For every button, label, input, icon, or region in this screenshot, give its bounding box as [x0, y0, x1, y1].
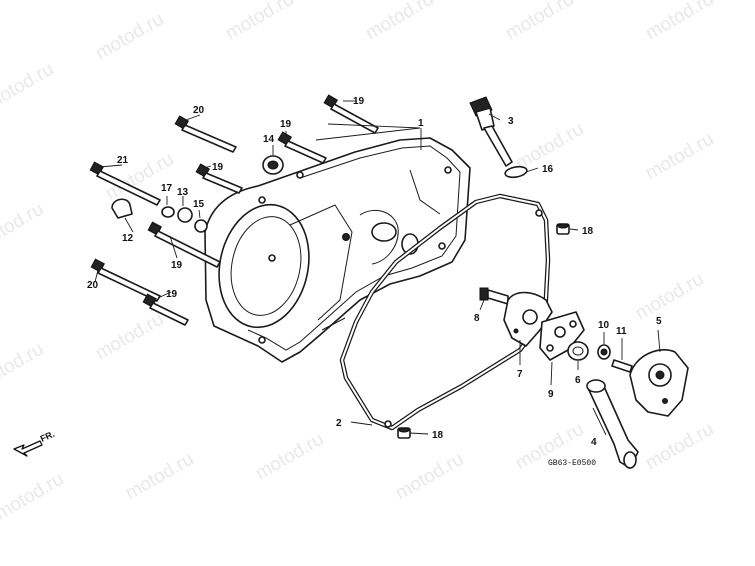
nut	[161, 206, 175, 218]
stud-bolt	[479, 287, 509, 305]
callout-18: 18	[432, 430, 444, 441]
bolt	[195, 163, 243, 194]
shaft-bolt	[611, 359, 633, 373]
kickstarter-arm	[586, 379, 639, 469]
callout-4: 4	[591, 437, 597, 448]
callout-19: 19	[212, 162, 224, 173]
callout-19: 19	[280, 119, 292, 130]
callout-19: 19	[171, 260, 183, 271]
callout-9: 9	[548, 389, 554, 400]
oil-filler-cap	[469, 96, 513, 167]
watermark: motod.ru	[92, 309, 167, 365]
bearing-plate	[539, 311, 585, 361]
bolt	[89, 161, 161, 206]
washer	[177, 207, 193, 223]
watermark: motod.ru	[392, 449, 467, 505]
callout-20: 20	[193, 105, 205, 116]
callout-17: 17	[161, 183, 173, 194]
cover-plate	[503, 291, 553, 347]
spacer-collar	[597, 344, 611, 360]
watermark: motod.ru	[642, 129, 717, 185]
bolt	[90, 258, 161, 302]
callout-12: 12	[122, 233, 134, 244]
dowel-pin	[397, 427, 411, 439]
bolt	[277, 131, 327, 164]
sealing-ring	[194, 219, 208, 233]
diagram-code: GB63-E0500	[548, 459, 596, 468]
callout-11: 11	[616, 326, 627, 337]
callout-15: 15	[193, 199, 205, 210]
watermark: motod.ru	[642, 419, 717, 475]
bolt	[142, 293, 189, 326]
watermark: motod.ru	[502, 0, 577, 44]
watermark: motod.ru	[642, 0, 717, 44]
watermark: motod.ru	[0, 339, 47, 395]
callout-5: 5	[656, 316, 662, 327]
watermark: motod.ru	[122, 449, 197, 505]
callout-6: 6	[575, 375, 581, 386]
bolt	[174, 115, 237, 153]
callout-20: 20	[87, 280, 99, 291]
callout-leaders	[94, 100, 661, 436]
callout-19: 19	[353, 96, 365, 107]
kickstarter-boss	[629, 348, 689, 417]
callout-14: 14	[263, 134, 275, 145]
clutch-cover	[204, 137, 471, 363]
kickstarter-oil-seal	[567, 341, 589, 361]
watermark: motod.ru	[222, 0, 297, 44]
callout-13: 13	[177, 187, 189, 198]
watermark: motod.ru	[0, 199, 47, 255]
cover-gasket	[339, 193, 551, 431]
callout-1: 1	[418, 118, 424, 129]
front-direction-indicator: FR.	[13, 429, 56, 457]
watermark: motod.ru	[0, 469, 67, 525]
callout-16: 16	[542, 164, 554, 175]
oil-seal	[262, 155, 284, 175]
callout-3: 3	[508, 116, 514, 127]
callout-8: 8	[474, 313, 480, 324]
callout-2: 2	[336, 418, 342, 429]
dowel-pin	[556, 223, 570, 235]
watermark: motod.ru	[632, 269, 707, 325]
callout-labels: 1 2 3 4 5 6 7 8 9 10 11 12 13 14 15 16 1…	[87, 96, 662, 448]
watermark: motod.ru	[252, 429, 327, 485]
front-arrow-icon	[13, 440, 43, 457]
watermark: motod.ru	[362, 0, 437, 44]
callout-21: 21	[117, 155, 129, 166]
watermark: motod.ru	[0, 59, 57, 115]
callout-18: 18	[582, 226, 594, 237]
callout-19: 19	[166, 289, 178, 300]
callout-10: 10	[598, 320, 610, 331]
cable-clip	[111, 198, 133, 219]
oil-filler-o-ring	[504, 165, 528, 179]
front-direction-label: FR.	[39, 429, 56, 444]
callout-7: 7	[517, 369, 523, 380]
watermark: motod.ru	[92, 9, 167, 65]
